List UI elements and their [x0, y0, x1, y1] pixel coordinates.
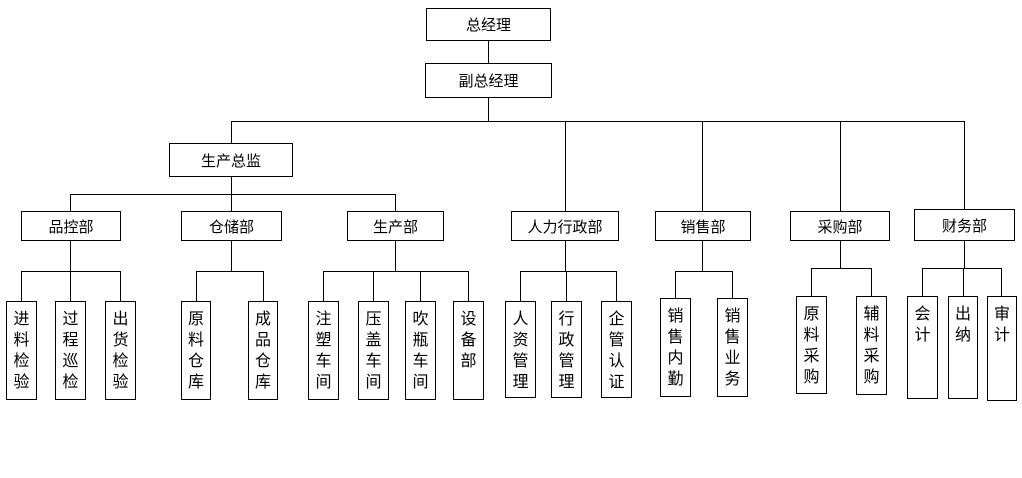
node-qc-dept: 品控部 [21, 211, 121, 241]
label-equipment-dept: 设备部 [460, 309, 477, 370]
node-blow-bottle-workshop: 吹瓶车间 [405, 301, 436, 400]
label-accounting: 会计 [914, 304, 931, 344]
node-incoming-inspection: 进料检验 [6, 301, 37, 400]
label-enterprise-certification: 企管认证 [608, 309, 625, 391]
label-blow-bottle-workshop: 吹瓶车间 [412, 309, 429, 391]
node-production-director: 生产总监 [169, 143, 293, 177]
node-storage-dept: 仓储部 [181, 211, 282, 241]
node-finance-dept: 财务部 [914, 209, 1015, 241]
node-deputy-general-manager: 副总经理 [425, 63, 552, 98]
label-incoming-inspection: 进料检验 [13, 309, 30, 391]
node-sales-dept: 销售部 [655, 211, 751, 241]
label-hr-management: 人资管理 [512, 309, 529, 391]
node-equipment-dept: 设备部 [453, 301, 484, 400]
node-cashier: 出纳 [948, 296, 978, 399]
label-raw-material-warehouse: 原料仓库 [188, 309, 205, 391]
label-raw-material-purchase: 原料采购 [803, 304, 820, 386]
node-audit: 审计 [987, 296, 1017, 401]
label-injection-workshop: 注塑车间 [315, 309, 332, 391]
node-process-patrol: 过程巡检 [55, 301, 86, 400]
label-cap-pressing-workshop: 压盖车间 [365, 309, 382, 391]
node-finished-goods-warehouse: 成品仓库 [248, 301, 278, 400]
label-process-patrol: 过程巡检 [62, 309, 79, 391]
node-production-dept: 生产部 [347, 211, 444, 241]
node-injection-workshop: 注塑车间 [308, 301, 339, 400]
label-cashier: 出纳 [955, 304, 972, 344]
node-raw-material-warehouse: 原料仓库 [181, 301, 211, 400]
label-auxiliary-purchase: 辅料采购 [863, 304, 880, 386]
node-shipping-inspection: 出货检验 [105, 301, 136, 400]
node-enterprise-certification: 企管认证 [601, 301, 632, 398]
node-cap-pressing-workshop: 压盖车间 [358, 301, 389, 400]
node-hr-admin-dept: 人力行政部 [511, 211, 619, 241]
node-raw-material-purchase: 原料采购 [796, 296, 827, 394]
label-sales-business: 销售业务 [724, 306, 741, 388]
label-shipping-inspection: 出货检验 [112, 309, 129, 391]
label-sales-internal: 销售内勤 [667, 306, 684, 388]
node-auxiliary-purchase: 辅料采购 [856, 296, 887, 395]
node-sales-business: 销售业务 [717, 298, 748, 397]
label-audit: 审计 [994, 304, 1011, 344]
label-admin-management: 行政管理 [558, 309, 575, 391]
node-hr-management: 人资管理 [505, 301, 536, 398]
node-sales-internal: 销售内勤 [660, 298, 691, 397]
node-admin-management: 行政管理 [551, 301, 582, 398]
label-finished-goods-warehouse: 成品仓库 [255, 309, 272, 391]
node-accounting: 会计 [907, 296, 938, 399]
node-general-manager: 总经理 [426, 8, 551, 41]
node-purchase-dept: 采购部 [790, 211, 890, 241]
